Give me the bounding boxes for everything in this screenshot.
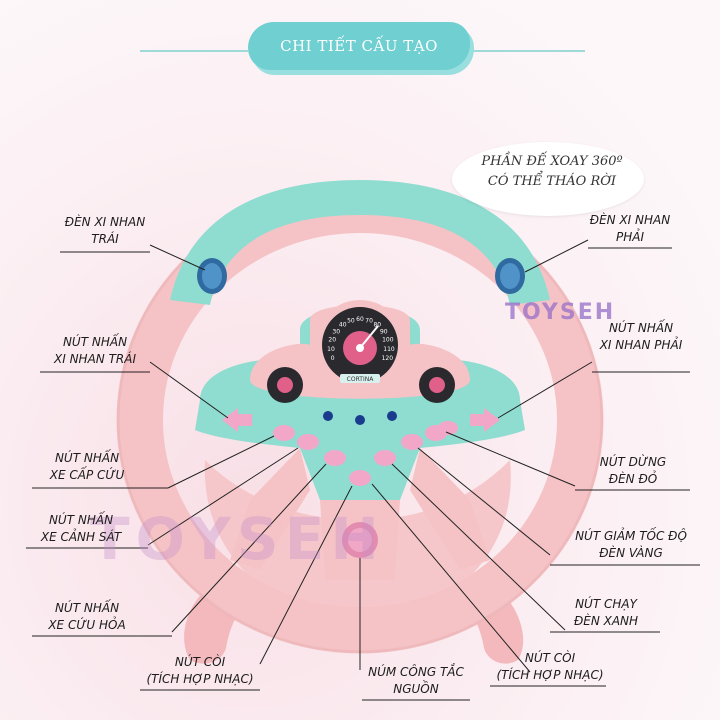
label-red-light-button: NÚT DỪNG ĐÈN ĐỎ bbox=[588, 454, 678, 488]
label-line: NÚT NHẤN bbox=[48, 513, 114, 527]
speedometer-tick-label: 20 bbox=[328, 337, 336, 344]
speedometer-tick-label: 90 bbox=[380, 328, 388, 335]
speedometer-needle bbox=[359, 325, 379, 349]
speedometer-tick-label: 30 bbox=[332, 328, 340, 335]
btn-horn-left bbox=[349, 470, 371, 486]
speedometer-tick-label: 80 bbox=[373, 322, 381, 329]
bubble-line1: PHẦN ĐẾ XOAY 360º bbox=[481, 154, 623, 169]
speedometer-tick-label: 40 bbox=[339, 322, 347, 329]
label-line: NÚM CÔNG TẮC bbox=[368, 665, 464, 679]
watermark-large: TOYSEH bbox=[90, 505, 385, 573]
label-horn-right: NÚT CÒI (TÍCH HỢP NHẠC) bbox=[490, 650, 610, 684]
light-dot-1 bbox=[323, 411, 333, 421]
light-dot-3 bbox=[387, 411, 397, 421]
btn-fire-truck bbox=[324, 450, 346, 466]
label-line: ĐÈN XANH bbox=[573, 614, 639, 628]
speedometer-tick-label: 60 bbox=[356, 316, 364, 323]
header-line-left bbox=[140, 50, 248, 52]
header-line-right bbox=[470, 50, 585, 52]
label-line: NÚT CÒI bbox=[524, 651, 576, 665]
btn-green bbox=[374, 450, 396, 466]
label-line: XE CỨU HỎA bbox=[48, 618, 126, 632]
right-signal-button bbox=[470, 408, 500, 432]
label-yellow-light-button: NÚT GIẢM TỐC ĐỘ ĐÈN VÀNG bbox=[556, 528, 706, 562]
label-line: NÚT GIẢM TỐC ĐỘ bbox=[575, 529, 687, 543]
label-line: (TÍCH HỢP NHẠC) bbox=[146, 672, 254, 686]
label-line: ĐÈN VÀNG bbox=[599, 546, 663, 560]
label-line: (TÍCH HỢP NHẠC) bbox=[496, 668, 604, 682]
label-line: XE CẢNH SÁT bbox=[40, 530, 122, 544]
left-signal-button bbox=[222, 408, 252, 432]
label-fire-truck-button: NÚT NHẤN XE CỨU HỎA bbox=[32, 600, 142, 634]
label-line: PHẢI bbox=[615, 230, 644, 244]
label-left-turn-light: ĐÈN XI NHAN TRÁI bbox=[60, 214, 150, 248]
label-line: ĐÈN ĐỎ bbox=[608, 472, 658, 486]
speech-bubble bbox=[452, 142, 644, 216]
label-line: XI NHAN PHẢI bbox=[599, 338, 683, 352]
bubble-line2: CÓ THỂ THÁO RỜI bbox=[487, 174, 617, 189]
speedometer-tick-label: 70 bbox=[365, 318, 373, 325]
label-right-turn-light: ĐÈN XI NHAN PHẢI bbox=[588, 212, 672, 246]
header-title: CHI TIẾT CẤU TẠO bbox=[280, 37, 438, 55]
label-power-knob: NÚM CÔNG TẮC NGUỒN bbox=[362, 664, 470, 698]
speedometer-tick-label: 50 bbox=[347, 318, 355, 325]
label-line: XE CẤP CỨU bbox=[49, 468, 125, 482]
speedometer-tick-label: 110 bbox=[383, 346, 395, 353]
label-line: NÚT NHẤN bbox=[62, 335, 128, 349]
leader-lines bbox=[147, 239, 593, 673]
btn-yellow bbox=[401, 434, 423, 450]
label-ambulance-button: NÚT NHẤN XE CẤP CỨU bbox=[32, 450, 142, 484]
speedometer-tick-label: 100 bbox=[382, 337, 394, 344]
label-line: NÚT CHẠY bbox=[575, 597, 637, 611]
btn-police bbox=[297, 434, 319, 450]
label-green-light-button: NÚT CHẠY ĐÈN XANH bbox=[556, 596, 656, 630]
label-horn-left: NÚT CÒI (TÍCH HỢP NHẠC) bbox=[140, 654, 260, 688]
btn-ambulance bbox=[273, 425, 295, 441]
label-line: ĐÈN XI NHAN bbox=[589, 213, 671, 227]
label-line: ĐÈN XI NHAN bbox=[64, 215, 146, 229]
label-line: TRÁI bbox=[91, 232, 119, 246]
header-banner bbox=[248, 22, 470, 70]
label-right-signal-button: NÚT NHẤN XI NHAN PHẢI bbox=[592, 320, 690, 354]
watermark-small: TOYSEH bbox=[505, 300, 616, 325]
wheel-hub bbox=[195, 307, 525, 500]
speedometer-tick-label: 10 bbox=[327, 346, 335, 353]
label-police-button: NÚT NHẤN XE CẢNH SÁT bbox=[26, 512, 136, 546]
speedometer-tick-label: 120 bbox=[382, 355, 394, 362]
label-line: NÚT DỪNG bbox=[599, 455, 667, 469]
speedometer-tick-label: 0 bbox=[331, 355, 335, 362]
wheel-top-arc bbox=[170, 180, 550, 305]
light-dot-2 bbox=[355, 415, 365, 425]
underline-lines bbox=[26, 247, 700, 701]
speedometer-brand: CORTINA bbox=[347, 376, 375, 383]
label-line: NGUỒN bbox=[393, 682, 439, 696]
bubble-text: PHẦN ĐẾ XOAY 360º CÓ THỂ THÁO RỜI bbox=[462, 152, 642, 192]
label-line: NÚT CÒI bbox=[174, 655, 226, 669]
label-left-signal-button: NÚT NHẤN XI NHAN TRÁI bbox=[40, 334, 150, 368]
spoke-left bbox=[230, 448, 310, 570]
label-line: NÚT NHẤN bbox=[608, 321, 674, 335]
label-line: XI NHAN TRÁI bbox=[54, 352, 136, 366]
label-line: NÚT NHẤN bbox=[54, 601, 120, 615]
label-line: NÚT NHẤN bbox=[54, 451, 120, 465]
btn-horn-right bbox=[438, 421, 458, 435]
